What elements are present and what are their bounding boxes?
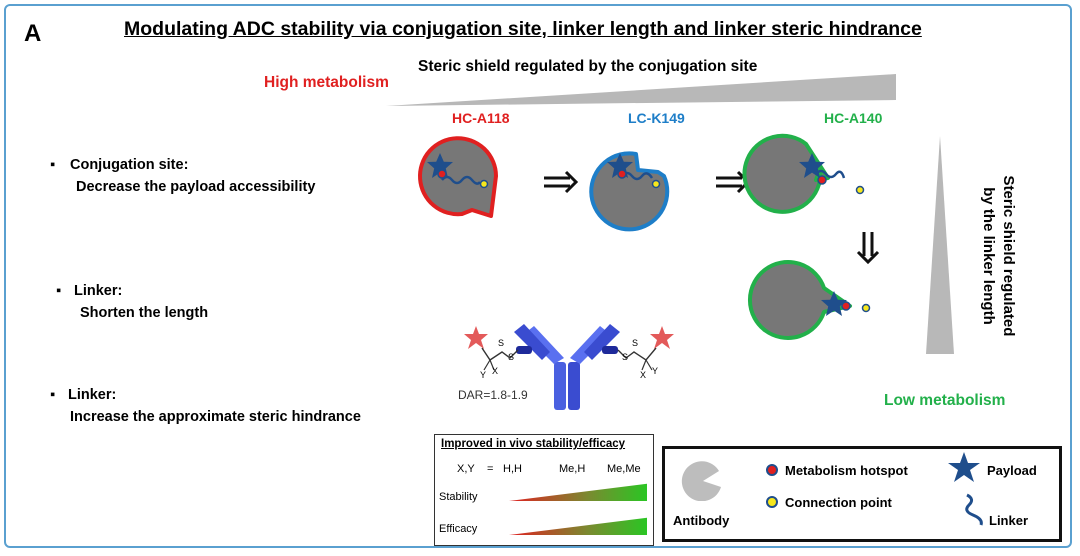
top-gradient-label: Steric shield regulated by the conjugati… bbox=[418, 58, 758, 75]
improved-box-title: Improved in vivo stability/efficacy bbox=[441, 438, 626, 450]
bullet-linker-hindrance: ▪Linker: Increase the approximate steric… bbox=[50, 384, 361, 428]
y-substituent-label: Y bbox=[480, 370, 486, 380]
high-metabolism-label: High metabolism bbox=[264, 74, 389, 91]
figure-title: Modulating ADC stability via conjugation… bbox=[124, 18, 922, 40]
top-gradient-wedge bbox=[386, 74, 896, 106]
legend-hotspot-label: Metabolism hotspot bbox=[785, 463, 908, 478]
xy-header-hh: H,H bbox=[503, 463, 522, 475]
dar-label: DAR=1.8-1.9 bbox=[458, 388, 528, 402]
xy-header-meh: Me,H bbox=[559, 463, 586, 475]
efficacy-gradient-wedge bbox=[509, 517, 647, 535]
hotspot-dot-icon bbox=[617, 169, 627, 179]
bullet-text: Shorten the length bbox=[80, 305, 209, 321]
down-arrow-icon bbox=[856, 232, 880, 265]
legend-antibody-label: Antibody bbox=[673, 513, 730, 528]
hotspot-dot-icon bbox=[817, 175, 827, 185]
bullet-heading: Linker: bbox=[74, 283, 123, 299]
xy-header-equals: = bbox=[487, 463, 494, 475]
vertical-gradient-wedge bbox=[926, 136, 954, 354]
sulfur-label: S bbox=[498, 338, 504, 348]
hotspot-dot-icon bbox=[437, 169, 447, 179]
payload-star-icon bbox=[464, 326, 488, 349]
hotspot-dot-icon bbox=[766, 464, 778, 476]
legend: Antibody Metabolism hotspot Connection p… bbox=[662, 446, 1062, 542]
improved-stability-box: Improved in vivo stability/efficacy X,Y … bbox=[434, 434, 654, 546]
connection-dot-icon bbox=[766, 496, 778, 508]
antibody-pacman-icon bbox=[681, 461, 721, 501]
legend-payload-label: Payload bbox=[987, 463, 1037, 478]
stability-row-label: Stability bbox=[439, 491, 478, 503]
stability-gradient-wedge bbox=[509, 483, 647, 501]
vertical-label-line-2: by the linker length bbox=[980, 187, 997, 325]
xy-header-meme: Me,Me bbox=[607, 463, 641, 475]
connection-dot-icon bbox=[651, 179, 661, 189]
connection-dot-icon bbox=[861, 303, 871, 313]
adc-structure: S S S S Y X X Y bbox=[464, 324, 674, 410]
efficacy-row-label: Efficacy bbox=[439, 523, 478, 535]
gradient-wedges bbox=[509, 483, 647, 535]
low-metabolism-label: Low metabolism bbox=[884, 392, 1006, 409]
x-substituent-label: X bbox=[640, 370, 646, 380]
bullet-conjugation-site: ▪Conjugation site: Decrease the payload … bbox=[50, 154, 315, 198]
bullet-heading: Linker: bbox=[68, 387, 117, 403]
right-arrow-icon bbox=[544, 170, 579, 194]
antibody-pacman-icon bbox=[589, 151, 670, 232]
site-label-hc-a118: HC-A118 bbox=[452, 110, 510, 126]
y-substituent-label: Y bbox=[652, 366, 658, 376]
bullet-text: Increase the approximate steric hindranc… bbox=[70, 409, 361, 425]
conjugation-diagram bbox=[418, 133, 880, 340]
antibody-pacman-icon bbox=[747, 260, 852, 340]
sulfur-label: S bbox=[622, 352, 628, 362]
legend-connection-label: Connection point bbox=[785, 495, 892, 510]
hotspot-dot-icon bbox=[841, 301, 851, 311]
antibody-pacman-icon bbox=[742, 133, 830, 214]
linker-wave-icon bbox=[441, 175, 481, 185]
connection-dot-icon bbox=[479, 179, 489, 189]
panel-label: A bbox=[24, 20, 42, 47]
antibody-y-icon bbox=[514, 324, 620, 410]
x-substituent-label: X bbox=[492, 366, 498, 376]
payload-star-icon bbox=[650, 326, 674, 349]
sulfur-label: S bbox=[508, 352, 514, 362]
linker-wave-icon bbox=[965, 493, 983, 526]
bullet-linker-length: ▪Linker: Shorten the length bbox=[56, 280, 208, 324]
linker-wave-icon bbox=[621, 171, 654, 181]
site-label-hc-a140: HC-A140 bbox=[824, 110, 883, 126]
linker-wave-icon bbox=[815, 169, 846, 179]
bullet-text: Decrease the payload accessibility bbox=[76, 179, 316, 195]
xy-header-label: X,Y bbox=[457, 463, 475, 475]
legend-linker-label: Linker bbox=[989, 513, 1029, 528]
vertical-label-line-1: Steric shield regulated bbox=[1000, 175, 1017, 337]
bullet-heading: Conjugation site: bbox=[70, 157, 189, 173]
figure-panel: A Modulating ADC stability via conjugati… bbox=[4, 4, 1072, 548]
connection-dot-icon bbox=[855, 185, 865, 195]
sulfur-label: S bbox=[632, 338, 638, 348]
antibody-pacman-icon bbox=[418, 136, 498, 218]
payload-star-icon bbox=[948, 452, 980, 482]
site-label-lc-k149: LC-K149 bbox=[628, 110, 685, 126]
vertical-gradient-label: Steric shield regulated by the linker le… bbox=[958, 156, 1028, 356]
